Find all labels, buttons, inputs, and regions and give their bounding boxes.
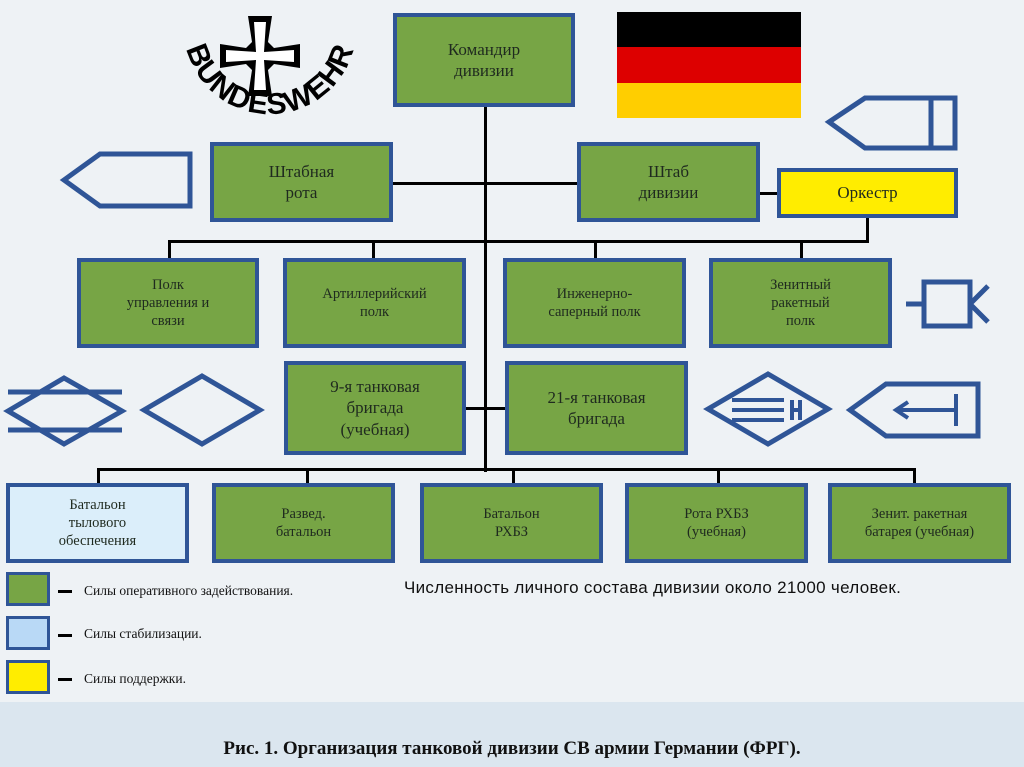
node-nbc-battalion: Батальон РХБЗ — [420, 483, 603, 563]
legend-dash-stabilization — [58, 634, 72, 637]
legend-dash-support — [58, 678, 72, 681]
node-recon-battalion: Развед. батальон — [212, 483, 395, 563]
node-signal-regiment: Полк управления и связи — [77, 258, 259, 348]
legend-swatch-operational — [6, 572, 50, 606]
legend-label-stabilization: Силы стабилизации. — [84, 626, 202, 641]
legend-swatch-stabilization — [6, 616, 50, 650]
legend-label-support: Силы поддержки. — [84, 671, 186, 686]
iron-cross-icon — [220, 16, 300, 96]
connector-reg-4 — [800, 240, 803, 260]
arrow-tag-right-icon — [824, 95, 958, 151]
figure-caption: Рис. 1. Организация танковой дивизии СВ … — [223, 738, 801, 759]
footer-band — [0, 702, 1024, 767]
connector-bn-3 — [512, 468, 515, 484]
connector-reg-2 — [372, 240, 375, 260]
node-tank-brigade-9: 9-я танковая бригада (учебная) — [284, 361, 466, 455]
strength-note: Численность личного состава дивизии окол… — [404, 578, 902, 597]
node-sam-battery: Зенит. ракетная батарея (учебная) — [828, 483, 1011, 563]
node-engineer-regiment: Инженерно- саперный полк — [503, 258, 686, 348]
node-division-hq: Штаб дивизии — [577, 142, 760, 222]
legend-swatch-support — [6, 660, 50, 694]
connector-brigades — [464, 407, 508, 410]
air-defense-symbol-icon — [906, 279, 990, 329]
node-commander: Командир дивизии — [393, 13, 575, 107]
node-nbc-company: Рота РХБЗ (учебная) — [625, 483, 808, 563]
node-hq-company: Штабная рота — [210, 142, 393, 222]
engineer-diamond-icon — [703, 371, 833, 447]
connector-bn-5 — [913, 468, 916, 484]
node-tank-brigade-21: 21-я танковая бригада — [505, 361, 688, 455]
arrow-tag-left-icon — [59, 151, 193, 209]
connector-bn-4 — [717, 468, 720, 484]
connector-reg-3 — [594, 240, 597, 260]
node-artillery-regiment: Артиллерийский полк — [283, 258, 466, 348]
connector-main-trunk — [484, 106, 487, 472]
connector-orchestra-down — [866, 217, 869, 243]
connector-staff-row — [392, 182, 578, 185]
double-diamond-icon — [3, 375, 128, 447]
legend-dash-operational — [58, 590, 72, 593]
flag-stripe-black — [617, 12, 801, 48]
german-flag — [617, 12, 801, 118]
legend-label-operational: Силы оперативного задействования. — [84, 583, 294, 598]
connector-bn-2 — [306, 468, 309, 484]
diamond-icon — [139, 373, 265, 447]
connector-bn-1 — [97, 468, 100, 484]
arrow-tag-pointer-icon — [845, 381, 981, 439]
connector-battalions-bar — [97, 468, 915, 471]
bundeswehr-logo: BUNDESWEHR — [179, 16, 360, 122]
connector-reg-1 — [168, 240, 171, 260]
flag-stripe-red — [617, 47, 801, 83]
node-orchestra: Оркестр — [777, 168, 958, 218]
connector-regiments-bar — [168, 240, 868, 243]
connector-orchestra — [758, 192, 778, 195]
flag-stripe-gold — [617, 82, 801, 118]
node-air-defense-regiment: Зенитный ракетный полк — [709, 258, 892, 348]
node-logistics-battalion: Батальон тылового обеспечения — [6, 483, 189, 563]
